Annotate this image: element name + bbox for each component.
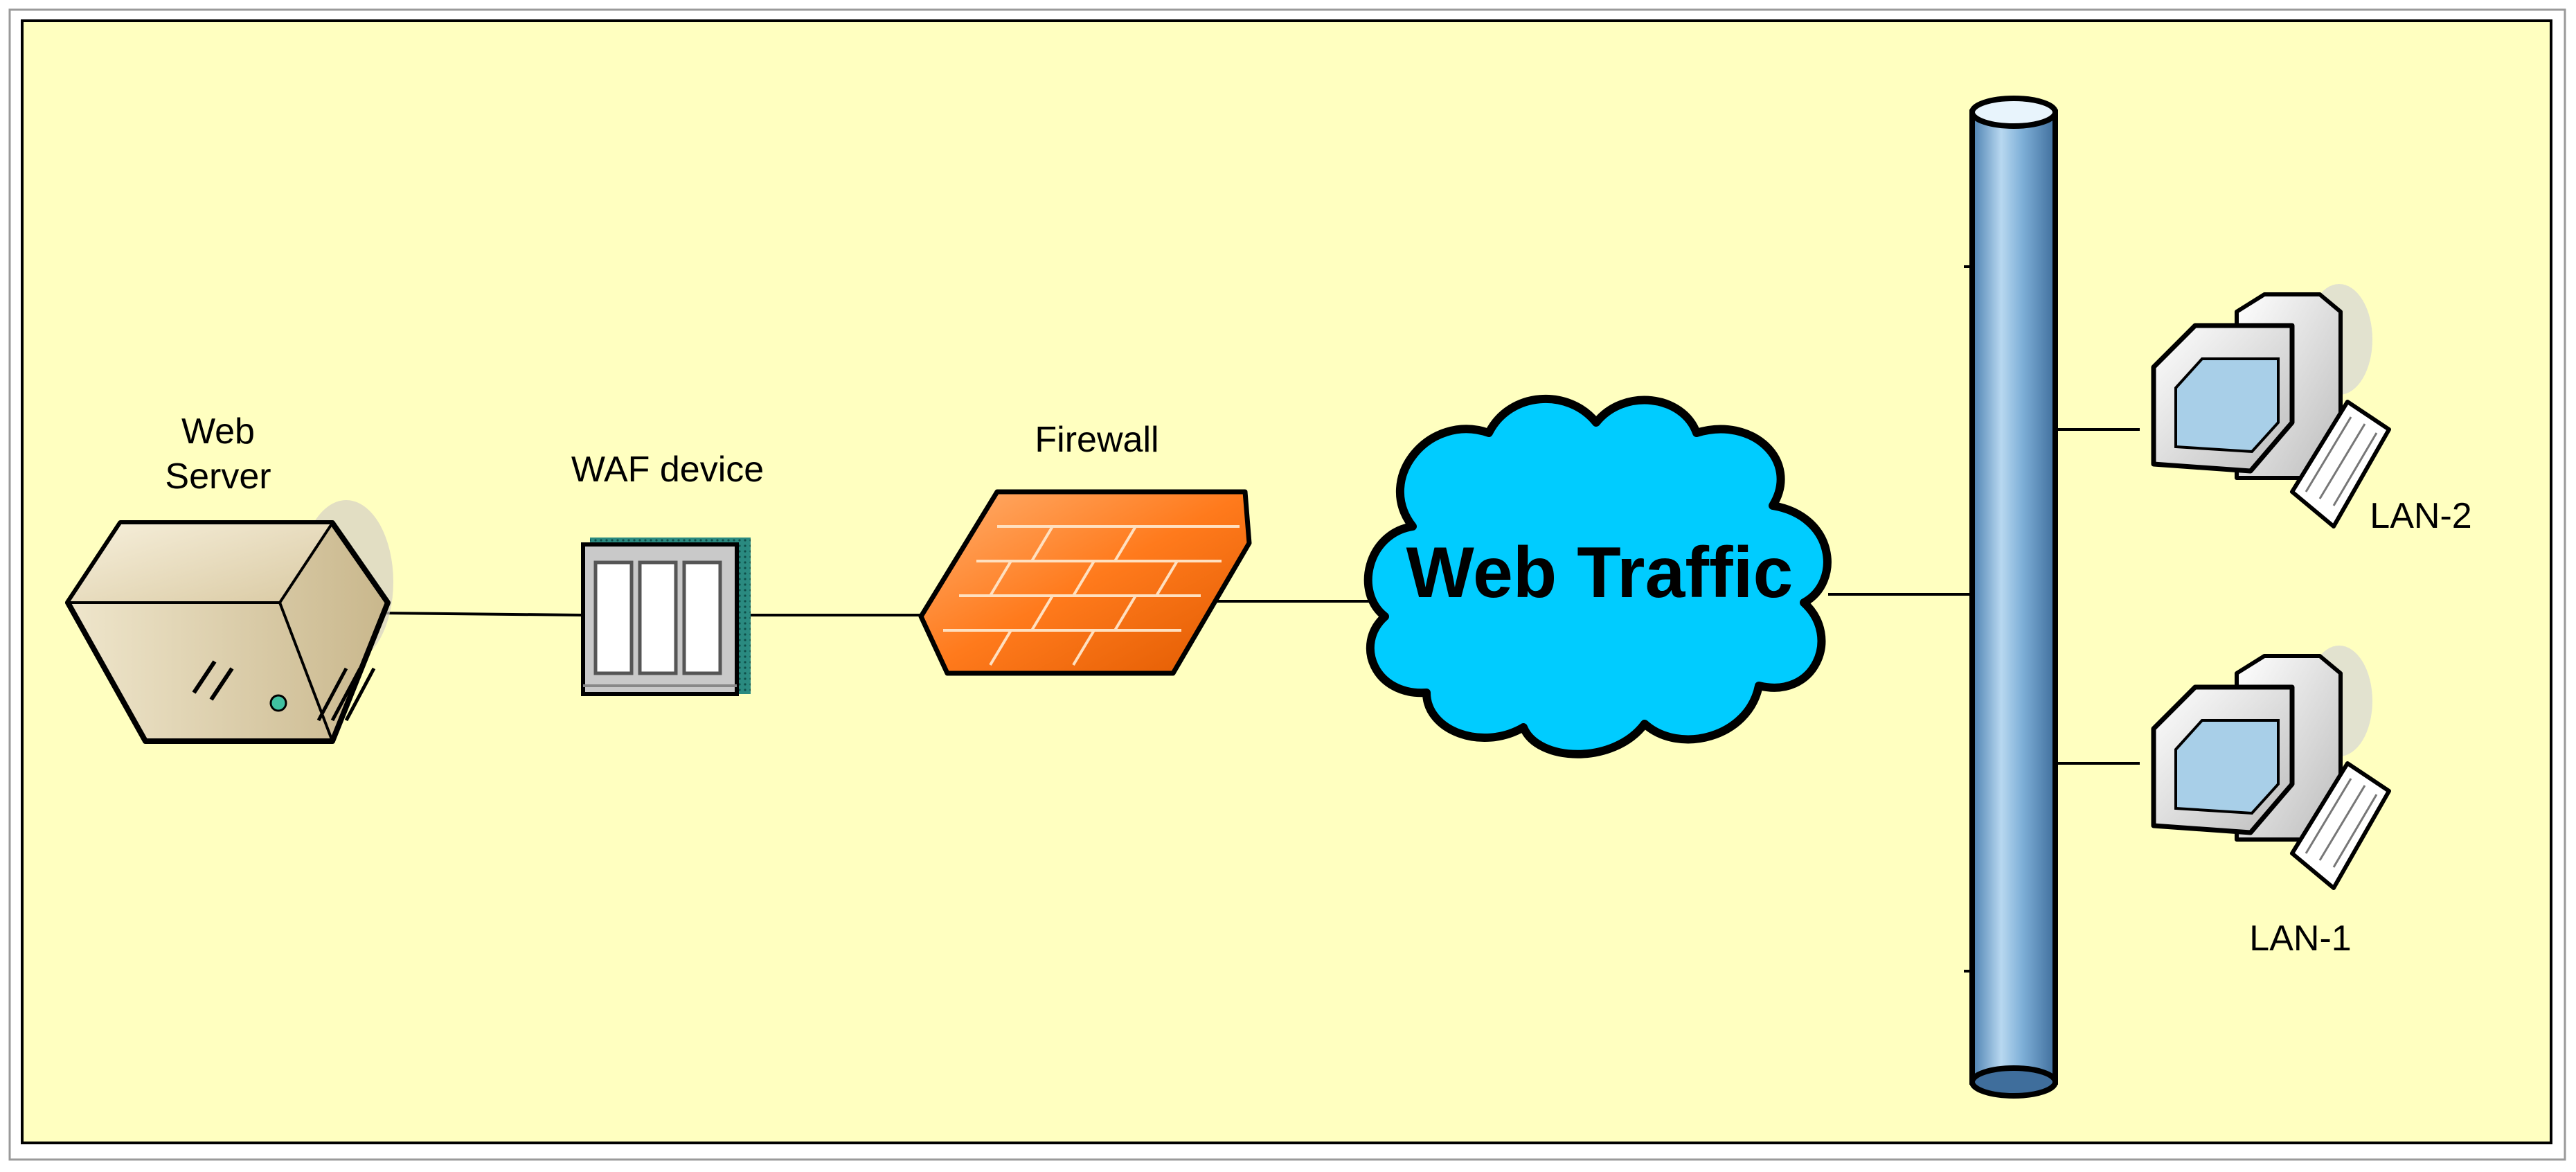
network-backbone-icon — [1969, 96, 2058, 1099]
waf-label: WAF device — [571, 450, 764, 490]
cloud-icon — [1363, 394, 1832, 758]
server-icon — [65, 500, 393, 744]
cloud-label: Web Traffic — [1406, 533, 1794, 613]
computer-icon — [2151, 284, 2391, 529]
background-panel — [21, 19, 2552, 1144]
firewall-icon — [918, 489, 1252, 676]
lan2-label: LAN-2 — [2370, 496, 2471, 536]
waf-device-icon — [581, 538, 751, 696]
web-server-label-line2: Server — [165, 456, 271, 497]
link-server-waf — [379, 612, 584, 616]
lan1-label: LAN-1 — [2249, 918, 2351, 959]
connectors — [379, 265, 2140, 973]
outer-border — [8, 8, 2566, 1161]
firewall-label: Firewall — [1035, 420, 1159, 460]
web-server-label-line1: Web — [181, 411, 255, 452]
computer-icon — [2151, 646, 2391, 890]
